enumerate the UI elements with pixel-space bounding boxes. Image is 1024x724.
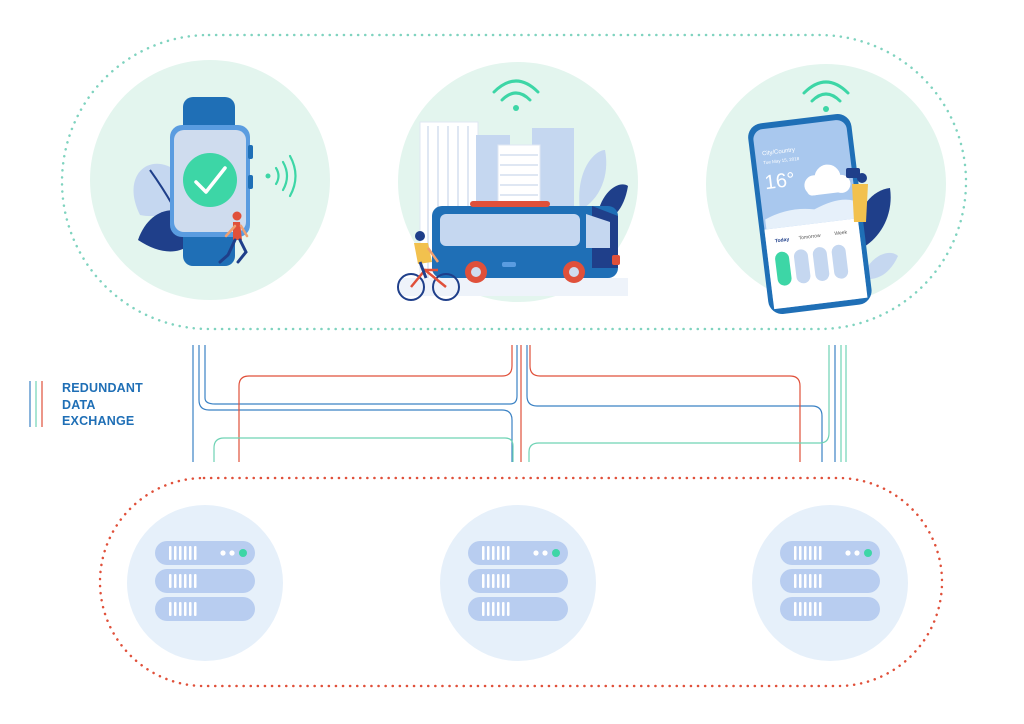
phone-tab-week: Week	[834, 230, 848, 238]
connection-line-blue	[526, 345, 823, 462]
leaf-icon	[133, 163, 181, 217]
legend-line-icons	[29, 381, 43, 427]
weather-phone-icon: City/Country Tue May 15, 2018 16° Today …	[706, 64, 946, 315]
server-rack-icon	[440, 505, 596, 661]
signal-waves-icon	[265, 154, 297, 198]
wifi-icon	[802, 80, 850, 112]
connection-lines	[192, 345, 847, 462]
smartwatch-check-icon	[90, 60, 330, 300]
legend-line-2: DATA	[62, 397, 96, 412]
runner-icon	[218, 211, 249, 264]
leaf-icon	[579, 150, 607, 210]
connection-line-green	[528, 345, 830, 462]
cyclist-icon	[397, 231, 460, 301]
servers	[127, 505, 908, 661]
phone-tab-tomorrow: Tomorrow	[798, 233, 821, 242]
connection-line-red	[529, 345, 801, 462]
connection-line-blue	[198, 345, 513, 462]
cloud-icon	[804, 164, 851, 196]
bus-city-icon	[397, 62, 638, 302]
status-light-icon	[552, 549, 560, 557]
photographer-icon	[846, 168, 868, 222]
status-light-icon	[239, 549, 247, 557]
phone-date: Tue May 15, 2018	[763, 156, 800, 165]
bus-icon	[432, 201, 620, 283]
status-light-icon	[864, 549, 872, 557]
legend-line-3: EXCHANGE	[62, 414, 135, 428]
servers-group-outline	[98, 476, 944, 688]
server-rack-icon	[127, 505, 283, 661]
wifi-icon	[492, 79, 540, 111]
leaf-icon	[862, 252, 898, 280]
legend-line-1: REDUNDANT	[62, 381, 143, 395]
legend-label: REDUNDANT DATA EXCHANGE	[62, 380, 143, 430]
connection-line-blue	[204, 345, 518, 405]
phone-temperature: 16°	[763, 169, 796, 195]
devices-group-outline	[60, 33, 968, 331]
check-icon	[183, 153, 237, 207]
server-rack-icon	[752, 505, 908, 661]
phone-city: City/Country	[762, 147, 796, 157]
connection-line-green	[213, 437, 514, 462]
leaf-icon	[856, 188, 891, 250]
connection-line-red	[238, 345, 513, 462]
phone-tab-today: Today	[775, 237, 790, 245]
